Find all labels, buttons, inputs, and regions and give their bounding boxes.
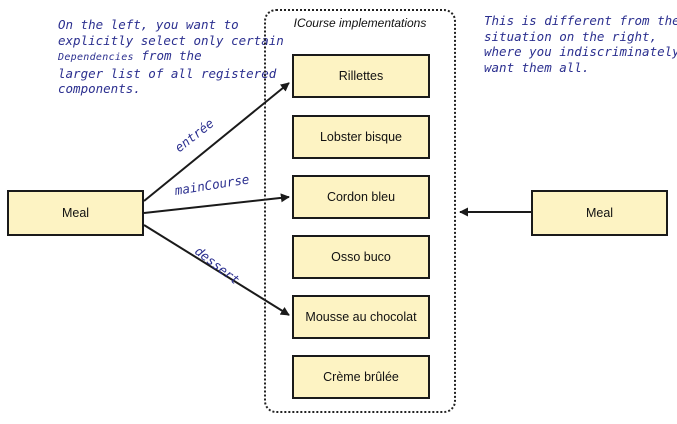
course-box-rillettes: Rillettes (292, 54, 430, 98)
left-note-line-4: larger list of all registered (58, 65, 277, 81)
dependencies-smallcaps: Dependencies (58, 52, 134, 63)
arrow-main-course (143, 193, 290, 214)
group-title: ICourse implementations (293, 16, 427, 30)
icourse-group: ICourse implementations (264, 9, 456, 413)
course-label: Lobster bisque (319, 130, 402, 144)
meal-label: Meal (585, 206, 614, 220)
left-annotation: On the left, you want to explicitly sele… (58, 17, 284, 97)
course-label: Cordon bleu (326, 190, 396, 204)
right-note-line-1: This is different from the (484, 13, 677, 28)
right-note-line-3: where you indiscriminately (484, 44, 677, 59)
course-label: Mousse au chocolat (305, 310, 417, 324)
course-box-lobster-bisque: Lobster bisque (292, 115, 430, 159)
course-box-cordon-bleu: Cordon bleu (292, 175, 430, 219)
right-annotation: This is different from the situation on … (484, 13, 677, 75)
left-note-line-3: from the (141, 48, 202, 63)
left-note-line-1: On the left, you want to (58, 17, 239, 32)
meal-label: Meal (61, 206, 90, 220)
left-note-line-5: components. (58, 81, 141, 96)
course-label: Crème brûlée (323, 370, 399, 384)
meal-box-right: Meal (531, 190, 668, 236)
arrow-entree (143, 82, 290, 202)
course-box-mousse-au-chocolat: Mousse au chocolat (292, 295, 430, 339)
course-label: Osso buco (331, 250, 391, 264)
right-note-line-2: situation on the right, (484, 28, 658, 44)
left-note-line-2: explicitly select only certain (58, 32, 284, 48)
meal-box-left: Meal (7, 190, 144, 236)
arrow-dessert (143, 224, 290, 316)
course-box-creme-brulee: Crème brûlée (292, 355, 430, 399)
right-note-line-4: want them all. (484, 59, 590, 75)
course-box-osso-buco: Osso buco (292, 235, 430, 279)
course-label: Rillettes (338, 69, 384, 83)
